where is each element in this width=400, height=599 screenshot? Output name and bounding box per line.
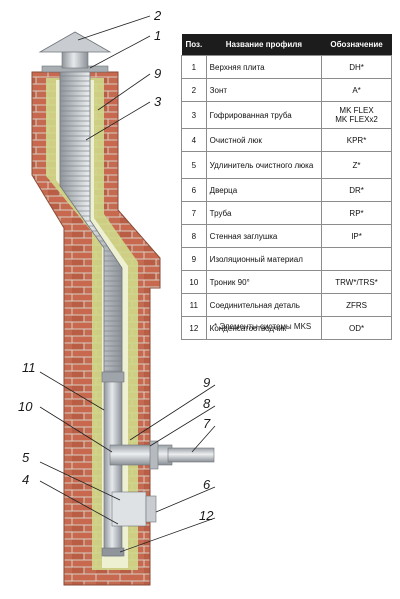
row-code bbox=[321, 247, 392, 271]
cleanout-door bbox=[145, 495, 157, 523]
row-number: 10 bbox=[181, 270, 207, 294]
callout-12: 12 bbox=[199, 508, 214, 523]
row-code: A* bbox=[321, 78, 392, 102]
row-code: MK FLEX MK FLEXx2 bbox=[321, 101, 392, 129]
callout-9-top: 9 bbox=[154, 66, 161, 81]
row-number: 6 bbox=[181, 178, 207, 202]
table-header-row: Поз. Название профиля Обозначение bbox=[181, 34, 392, 56]
row-code: TRW*/TRS* bbox=[321, 270, 392, 294]
leader-lines bbox=[39, 15, 216, 553]
row-name: Удлинитель очистного люка bbox=[205, 151, 323, 179]
row-number: 8 bbox=[181, 224, 207, 248]
row-code: DR* bbox=[321, 178, 392, 202]
hood-stem bbox=[61, 49, 89, 69]
rain-hood bbox=[38, 31, 112, 53]
row-code: OD* bbox=[321, 316, 392, 340]
header-position: Поз. bbox=[181, 34, 207, 56]
row-name: Труба bbox=[205, 201, 323, 225]
row-name: Очистной люк bbox=[205, 128, 323, 152]
row-number: 4 bbox=[181, 128, 207, 152]
row-number: 9 bbox=[181, 247, 207, 271]
tee-pipe bbox=[109, 444, 173, 466]
row-code: RP* bbox=[321, 201, 392, 225]
row-name: Конденсатоотводчик bbox=[205, 316, 323, 340]
header-profile-name: Название профиля bbox=[206, 34, 322, 56]
callout-6: 6 bbox=[203, 477, 211, 492]
lower-pipe bbox=[103, 377, 123, 557]
callout-1: 1 bbox=[154, 28, 161, 43]
callout-7: 7 bbox=[203, 416, 211, 431]
table-footnote: * Элементы системы MKS bbox=[214, 322, 312, 331]
callout-9-bottom: 9 bbox=[203, 375, 210, 390]
callout-4: 4 bbox=[22, 472, 29, 487]
row-name: Верхняя плита bbox=[205, 55, 323, 79]
row-name: Соединительная деталь bbox=[205, 293, 323, 317]
row-name: Изоляционный материал bbox=[205, 247, 323, 271]
callout-11: 11 bbox=[22, 360, 36, 375]
wall-plug bbox=[149, 440, 159, 470]
row-number: 11 bbox=[181, 293, 207, 317]
row-name: Троник 90° bbox=[205, 270, 323, 294]
flue-pipe bbox=[167, 447, 215, 463]
row-code: IP* bbox=[321, 224, 392, 248]
row-number: 12 bbox=[181, 316, 207, 340]
row-name: Дверца bbox=[205, 178, 323, 202]
row-code: DH* bbox=[321, 55, 392, 79]
callout-5: 5 bbox=[22, 450, 30, 465]
row-number: 1 bbox=[181, 55, 207, 79]
callout-8: 8 bbox=[203, 396, 211, 411]
cleanout-extension bbox=[111, 491, 147, 527]
row-number: 5 bbox=[181, 151, 207, 179]
row-code: ZFRS bbox=[321, 293, 392, 317]
row-name: Гофрированная труба bbox=[205, 101, 323, 129]
callout-2: 2 bbox=[153, 8, 162, 23]
callout-3: 3 bbox=[154, 94, 162, 109]
row-code: Z* bbox=[321, 151, 392, 179]
header-designation: Обозначение bbox=[321, 34, 392, 56]
row-number: 2 bbox=[181, 78, 207, 102]
row-code: KPR* bbox=[321, 128, 392, 152]
row-number: 3 bbox=[181, 101, 207, 129]
callout-10: 10 bbox=[18, 399, 33, 414]
row-name: Стенная заглушка bbox=[205, 224, 323, 248]
condensate-trap bbox=[101, 547, 125, 557]
row-number: 7 bbox=[181, 201, 207, 225]
row-name: Зонт bbox=[205, 78, 323, 102]
connector bbox=[101, 371, 125, 383]
